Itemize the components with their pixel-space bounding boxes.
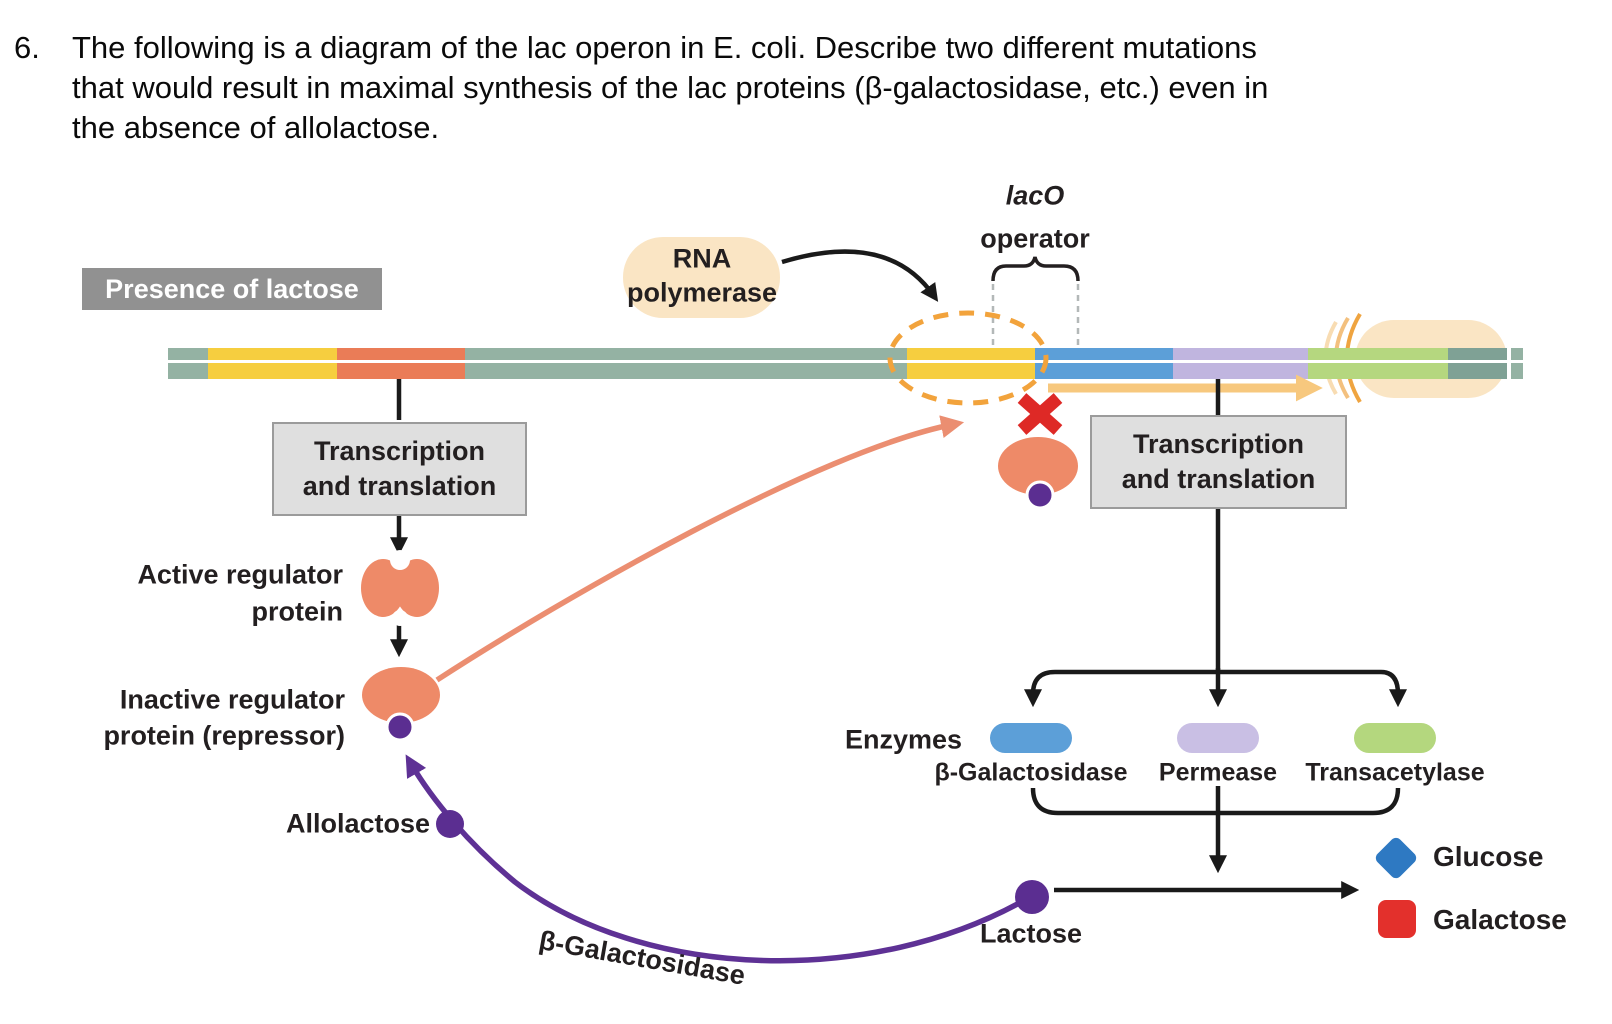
question-line-1: The following is a diagram of the lac op… bbox=[72, 30, 1257, 65]
left-box-line2: and translation bbox=[302, 471, 497, 501]
laco-gene-label: lacO bbox=[1005, 180, 1065, 211]
rna-polymerase-label-blob bbox=[623, 237, 780, 318]
transacetylase-name: Transacetylase bbox=[1305, 758, 1485, 787]
operator-label: operator bbox=[980, 223, 1090, 254]
allolactose-label: Allolactose bbox=[285, 808, 430, 839]
blocked-repressor-shape bbox=[998, 437, 1078, 510]
blocked-x-icon bbox=[1017, 393, 1063, 435]
question-line-2: that would result in maximal synthesis o… bbox=[72, 70, 1269, 105]
condition-label: Presence of lactose bbox=[82, 268, 382, 310]
dna-segment bbox=[1035, 348, 1173, 379]
left-box-line1: Transcription bbox=[313, 436, 486, 466]
question-line-3: the absence of allolactose. bbox=[72, 110, 440, 145]
galactose-square-icon bbox=[1378, 900, 1416, 938]
transcription-translation-box-left: Transcription and translation bbox=[272, 422, 527, 516]
operator-brace bbox=[991, 256, 1080, 282]
question-number: 6. bbox=[14, 30, 40, 65]
rna-polymerase-label-line1: RNA bbox=[672, 243, 732, 274]
dna-segment bbox=[168, 348, 208, 379]
galactose-label: Galactose bbox=[1433, 904, 1567, 935]
permease-name: Permease bbox=[1158, 758, 1278, 787]
enzyme-merge-bracket bbox=[1030, 787, 1401, 816]
dna-segment bbox=[1308, 348, 1448, 379]
allolactose-molecule-dot bbox=[436, 810, 464, 838]
inactive-regulator-label-line1: Inactive regulator bbox=[119, 684, 345, 715]
active-regulator-protein-shape bbox=[361, 550, 439, 626]
lactose-molecule-dot bbox=[1015, 880, 1049, 914]
transcription-translation-box-right: Transcription and translation bbox=[1090, 415, 1347, 509]
transacetylase-pill bbox=[1354, 723, 1436, 753]
enzyme-split-bracket bbox=[1030, 669, 1401, 695]
inactive-regulator-shape bbox=[362, 667, 440, 742]
right-box-line1: Transcription bbox=[1132, 429, 1305, 459]
active-regulator-label-line2: protein bbox=[251, 596, 344, 627]
dna-segment bbox=[1448, 348, 1507, 379]
permease-pill bbox=[1177, 723, 1259, 753]
enzymes-heading: Enzymes bbox=[844, 724, 962, 755]
dna-segment bbox=[1173, 348, 1308, 379]
dna-segment bbox=[208, 348, 337, 379]
dna-segment bbox=[337, 348, 465, 379]
repressor-blocked-binding-arrow bbox=[435, 415, 965, 683]
beta-galactosidase-name: β-Galactosidase bbox=[934, 758, 1128, 787]
dna-segment bbox=[1511, 348, 1523, 379]
right-box-line2: and translation bbox=[1121, 464, 1316, 494]
inactive-regulator-label-line2: protein (repressor) bbox=[103, 720, 345, 751]
polymerase-binding-arrow bbox=[781, 249, 939, 302]
active-regulator-label-line1: Active regulator bbox=[137, 559, 343, 590]
dna-strand-divider bbox=[168, 360, 1523, 363]
dna-segment bbox=[907, 348, 1035, 379]
polymerase-binding-site-outline bbox=[887, 310, 1049, 406]
beta-galactosidase-pill bbox=[990, 723, 1072, 753]
allolactose-binding-arrow bbox=[405, 754, 1032, 964]
dna-track bbox=[168, 348, 1523, 379]
rna-polymerase-label-line2: polymerase bbox=[626, 277, 778, 308]
lactose-label: Lactose bbox=[979, 918, 1083, 949]
dna-segment bbox=[1507, 348, 1511, 379]
dna-segment bbox=[465, 348, 907, 379]
glucose-label: Glucose bbox=[1433, 841, 1544, 872]
